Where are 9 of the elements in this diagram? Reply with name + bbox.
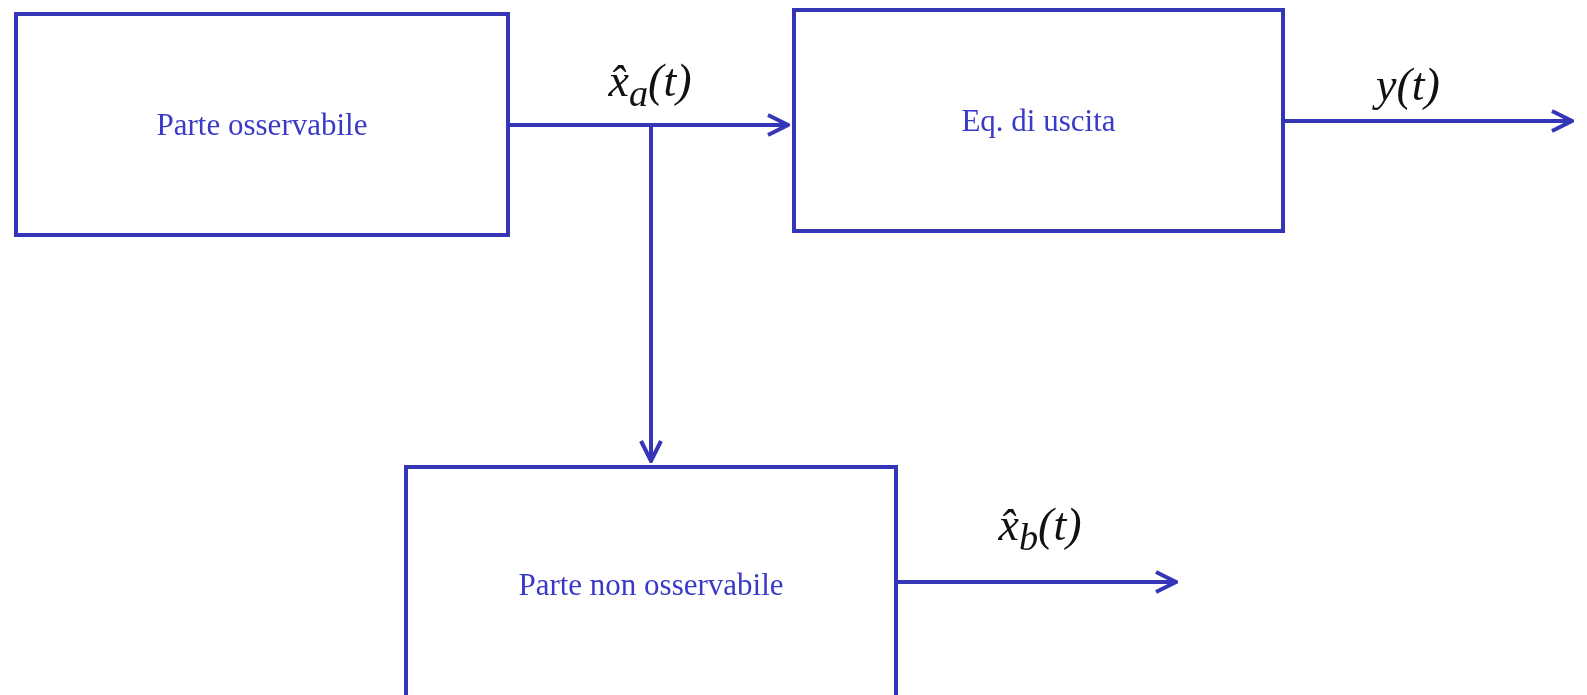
arrow (898, 570, 1178, 594)
box-label: Parte non osservabile (518, 567, 784, 603)
arrow (1285, 109, 1574, 133)
process-box (792, 8, 1285, 233)
process-box (404, 465, 898, 695)
process-box (14, 12, 510, 237)
arrow (510, 123, 663, 463)
box-label: Parte osservabile (156, 106, 368, 143)
box-label: Eq. di uscita (961, 102, 1116, 139)
